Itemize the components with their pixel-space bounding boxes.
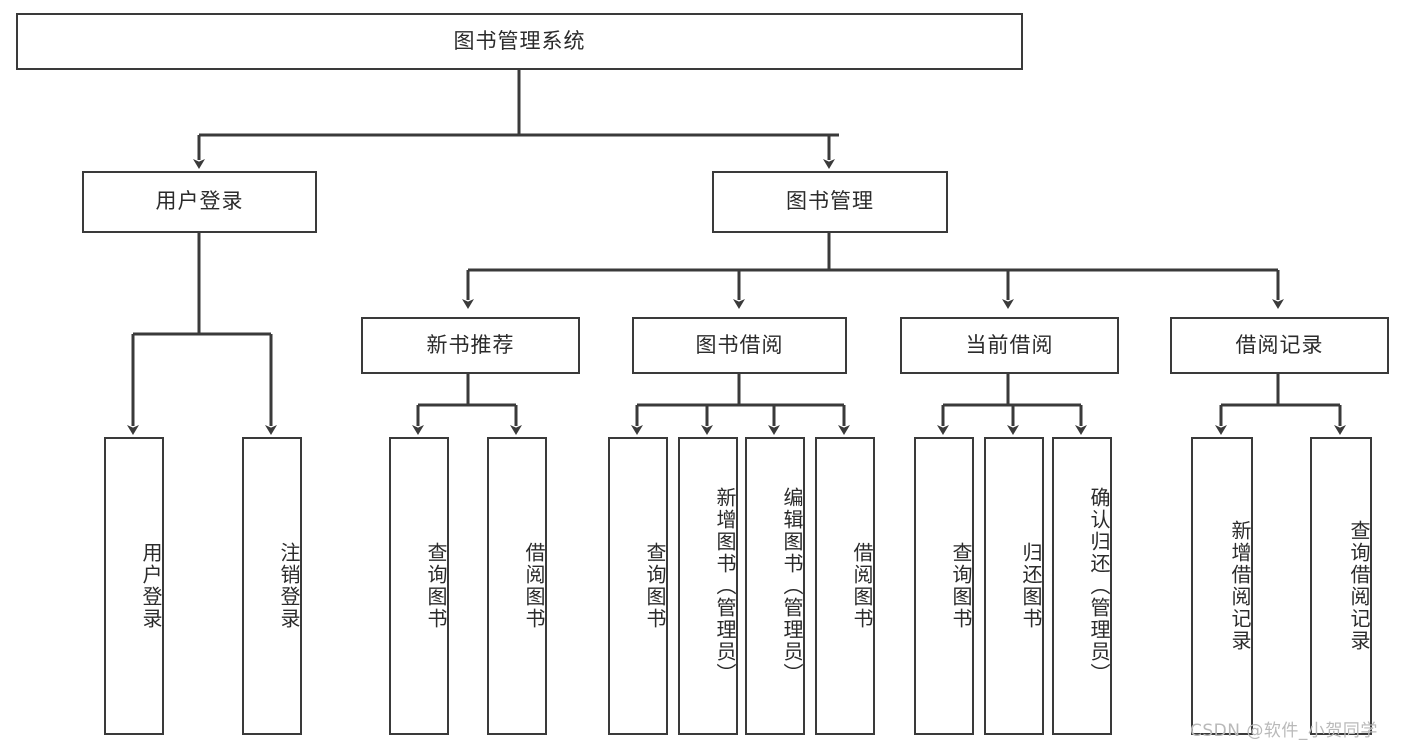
node-level2-new-book-recommend[interactable]: 新书推荐 (361, 317, 580, 374)
node-label: 新增借阅记录 (1228, 520, 1252, 652)
node-leaf-user-login[interactable]: 用户登录 (104, 437, 164, 735)
node-leaf-logout[interactable]: 注销登录 (242, 437, 302, 735)
node-leaf-edit-book-admin[interactable]: 编辑图书（管理员） (745, 437, 805, 735)
node-leaf-add-book-admin[interactable]: 新增图书（管理员） (678, 437, 738, 735)
node-label: 编辑图书（管理员） (780, 487, 804, 685)
node-label: 注销登录 (277, 542, 301, 630)
node-label: 确认归还（管理员） (1087, 487, 1111, 685)
node-leaf-return-book[interactable]: 归还图书 (984, 437, 1044, 735)
node-label: 用户登录 (139, 542, 163, 630)
node-label: 查询图书 (424, 542, 448, 630)
node-leaf-query-borrow-record[interactable]: 查询借阅记录 (1310, 437, 1372, 735)
node-label: 查询图书 (643, 542, 667, 630)
node-leaf-query-book-current[interactable]: 查询图书 (914, 437, 974, 735)
node-label: 查询图书 (949, 542, 973, 630)
node-leaf-query-book-borrow[interactable]: 查询图书 (608, 437, 668, 735)
node-label: 查询借阅记录 (1347, 520, 1371, 652)
node-leaf-confirm-return-admin[interactable]: 确认归还（管理员） (1052, 437, 1112, 735)
node-label: 图书管理 (786, 189, 874, 214)
node-label: 借阅图书 (522, 542, 546, 630)
node-level2-book-borrow[interactable]: 图书借阅 (632, 317, 847, 374)
node-label: 用户登录 (155, 189, 244, 214)
node-label: 借阅图书 (850, 542, 874, 630)
node-label: 图书借阅 (695, 332, 784, 357)
node-label: 当前借阅 (965, 332, 1054, 357)
node-level2-borrow-record[interactable]: 借阅记录 (1170, 317, 1389, 374)
node-label: 新书推荐 (426, 332, 515, 357)
node-level1-book-management[interactable]: 图书管理 (712, 171, 948, 233)
node-leaf-borrow-book-recommend[interactable]: 借阅图书 (487, 437, 547, 735)
node-label: 图书管理系统 (453, 28, 586, 53)
node-leaf-borrow-book[interactable]: 借阅图书 (815, 437, 875, 735)
node-level1-user-login[interactable]: 用户登录 (82, 171, 317, 233)
node-leaf-query-book-recommend[interactable]: 查询图书 (389, 437, 449, 735)
node-root[interactable]: 图书管理系统 (16, 13, 1023, 70)
node-label: 归还图书 (1019, 542, 1043, 630)
node-leaf-add-borrow-record[interactable]: 新增借阅记录 (1191, 437, 1253, 735)
node-label: 新增图书（管理员） (713, 487, 737, 685)
node-label: 借阅记录 (1235, 332, 1324, 357)
node-level2-current-borrow[interactable]: 当前借阅 (900, 317, 1119, 374)
csdn-watermark: CSDN @软件_小贺同学 (1190, 721, 1378, 741)
